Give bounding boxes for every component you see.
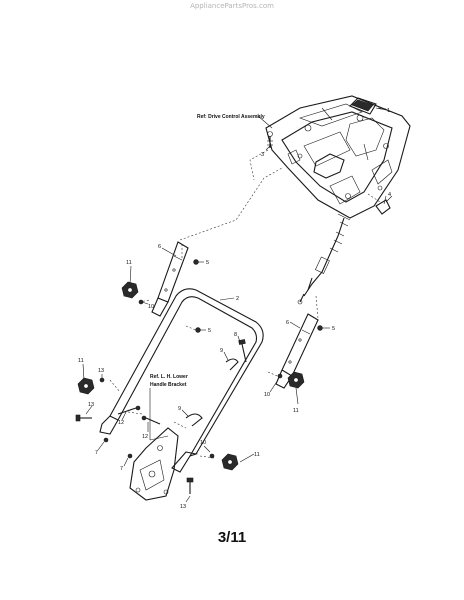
knob-11-lower-right: [221, 453, 239, 471]
nut-5-a: [193, 259, 199, 265]
drive-control-assembly: [265, 95, 411, 219]
bolt-13-b: [75, 414, 92, 422]
part-9-clip-a: [225, 358, 239, 371]
control-cable: [297, 213, 351, 305]
callout-6-a: 6: [158, 244, 161, 250]
callout-9-b: 9: [178, 406, 181, 412]
part-8-bolt: [238, 339, 247, 363]
callout-7-a: 7: [95, 450, 98, 456]
callout-11-d: 11: [254, 452, 260, 458]
callout-11-c: 11: [293, 408, 299, 414]
callout-5-c: 5: [332, 326, 335, 332]
lower-u-handle: [99, 288, 264, 473]
nut-13-a: [99, 377, 105, 383]
callout-13-b: 13: [88, 402, 94, 408]
lower-handle-bracket: [129, 427, 179, 501]
watermark: AppliancePartsPros.com: [190, 2, 274, 10]
callout-5-b: 5: [208, 328, 211, 334]
callout-9-a: 9: [220, 348, 223, 354]
ref-lower-bracket-line2: Handle Bracket: [150, 382, 187, 388]
nut-5-c: [317, 325, 323, 331]
callout-10-a: 10: [148, 304, 154, 310]
part-4-clip: [375, 195, 393, 215]
bolt-12-a: [117, 405, 141, 415]
callout-7-b: 7: [120, 466, 123, 472]
left-upper-handle: [151, 241, 189, 317]
ref-drive-control-assembly: Ref: Drive Control Assembly: [197, 114, 265, 120]
callout-10-b: 10: [264, 392, 270, 398]
callout-4: 4: [388, 192, 391, 198]
callout-13-c: 13: [180, 504, 186, 510]
callout-leaders: [82, 107, 387, 503]
callout-11-a: 11: [126, 260, 132, 266]
nut-7-b: [127, 453, 133, 459]
callout-5-a: 5: [206, 260, 209, 266]
washer-10-b: [277, 373, 283, 379]
callout-8: 8: [234, 332, 237, 338]
callout-10-c: 10: [200, 440, 206, 446]
nut-7-a: [103, 437, 109, 443]
callout-3: 3: [261, 152, 264, 158]
washer-10-a: [138, 299, 144, 305]
bolt-13-c: [186, 477, 194, 494]
callout-2: 2: [236, 296, 239, 302]
ref-lower-bracket-line1: Ref. L. H. Lower: [150, 374, 188, 380]
callout-1: 1: [387, 108, 390, 114]
part-9-clip-b: [185, 413, 203, 427]
knob-11-left: [77, 377, 95, 395]
callout-12-b: 12: [142, 434, 148, 440]
callout-11-b: 11: [78, 358, 84, 364]
nut-5-b: [195, 327, 201, 333]
knob-11-right: [287, 371, 305, 389]
part-3-screw: [267, 131, 273, 148]
page-number: 3/11: [217, 529, 247, 546]
callout-12-a: 12: [118, 420, 124, 426]
part-1-grip: [349, 97, 387, 115]
washer-10-c: [209, 453, 215, 459]
callout-6-b: 6: [286, 320, 289, 326]
bolt-12-b: [141, 415, 161, 425]
callout-13-a: 13: [98, 368, 104, 374]
knob-11-upper-left: [121, 281, 139, 299]
